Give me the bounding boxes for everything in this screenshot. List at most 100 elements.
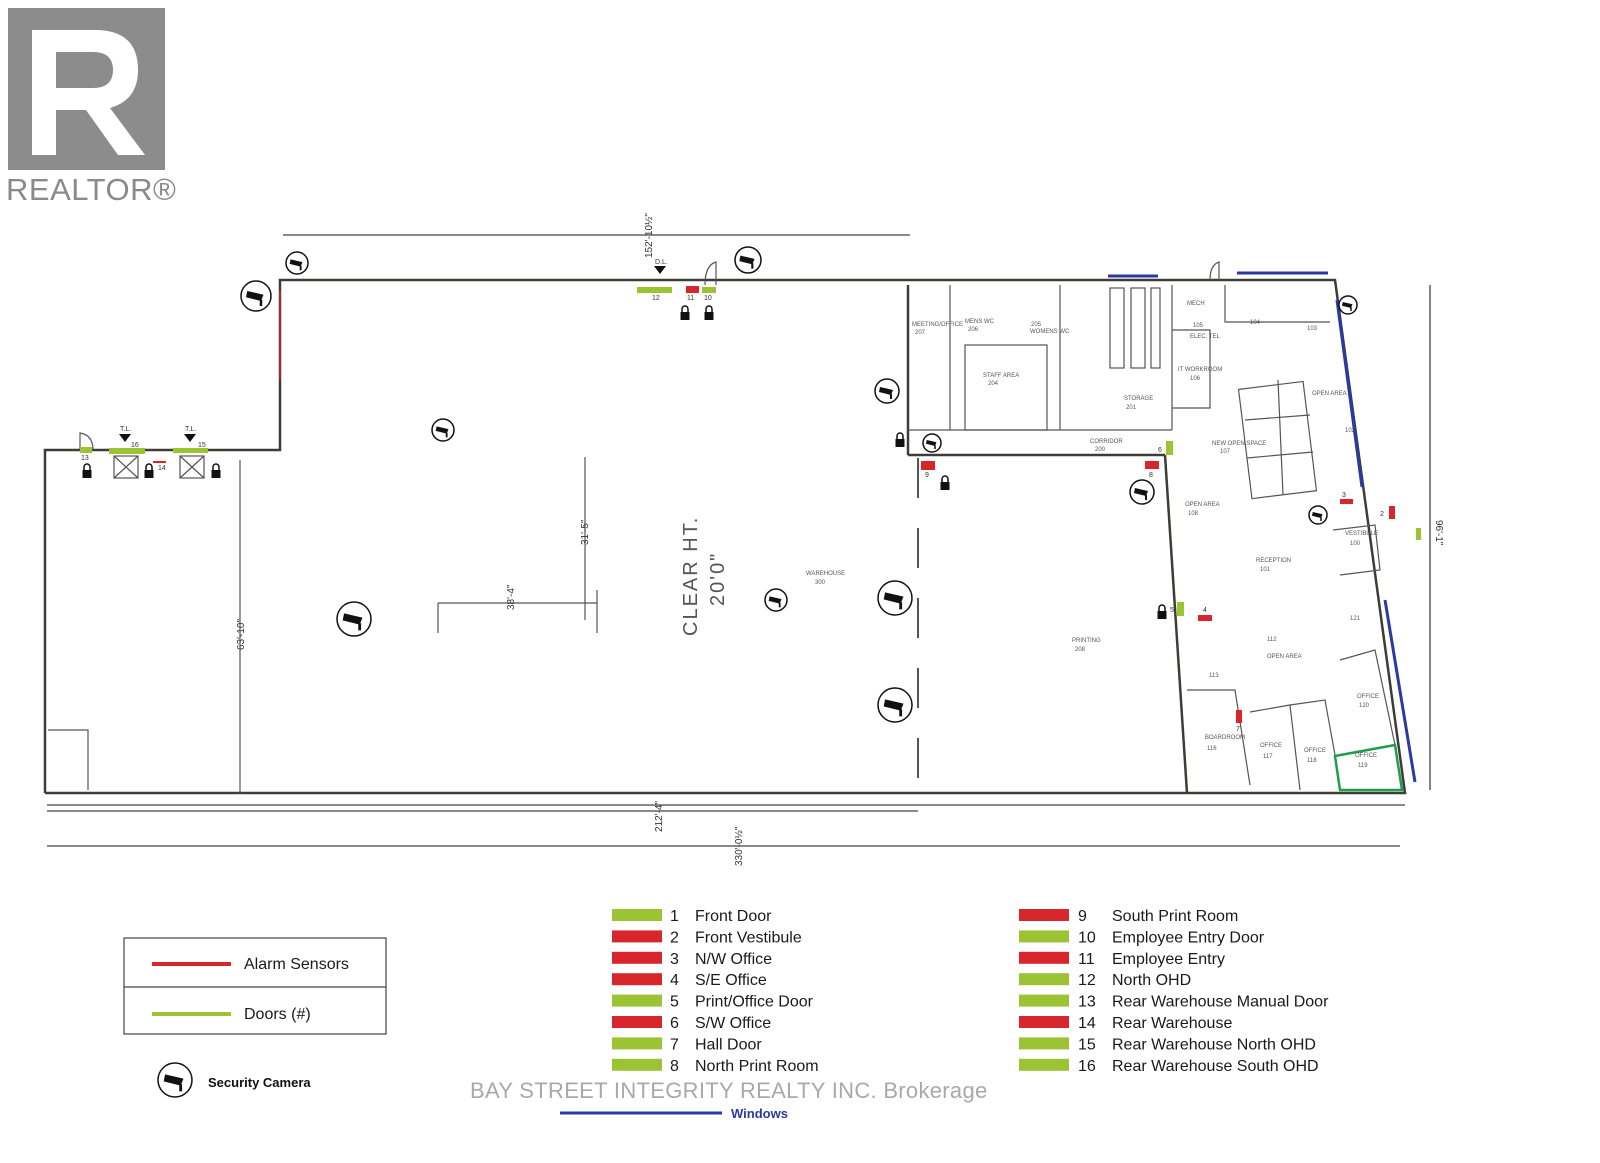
dimension-left: 63'-10" (236, 619, 247, 650)
arrow-down-icon (184, 434, 196, 442)
arrow-down-icon (119, 434, 131, 442)
dimension-bottom-total: 330'-0½" (734, 826, 745, 866)
door-marker-13 (80, 447, 92, 453)
legend-item-number: 13 (1078, 994, 1096, 1011)
locks (82, 305, 1167, 619)
door-marker-1 (1416, 528, 1421, 540)
legend-item-number: 3 (670, 951, 679, 968)
dimension-right: 96'-1" (1433, 520, 1444, 546)
realtor-logo (8, 8, 165, 170)
legend-item-number: 8 (670, 1058, 679, 1075)
door-swatch (1019, 994, 1069, 1007)
lock-icon (211, 463, 221, 478)
legend-item: 3 N/W Office (612, 951, 772, 968)
legend-item-label: Rear Warehouse South OHD (1112, 1058, 1319, 1075)
door-swatch (612, 1037, 662, 1050)
legend-item-label: North OHD (1112, 972, 1191, 989)
workstations (1237, 379, 1318, 500)
legend-item-label: Print/Office Door (695, 994, 814, 1011)
windows (1108, 271, 1417, 783)
alarm-marker-8 (1145, 461, 1159, 469)
legend-item: 2 Front Vestibule (612, 929, 802, 946)
security-camera-icon (877, 580, 913, 616)
security-camera-icon (1129, 479, 1155, 505)
room-boardroom: BOARDROOM (1205, 735, 1245, 741)
door-swatch (612, 994, 662, 1007)
room-number: 102 (1345, 428, 1356, 434)
door-swatch (1019, 1037, 1069, 1050)
room-office-117: OFFICE (1260, 743, 1282, 749)
legend-alarm-sensors: Alarm Sensors (244, 956, 349, 973)
building-walls (43, 278, 1407, 795)
legend-item-label: Rear Warehouse North OHD (1112, 1036, 1316, 1053)
legend-item-number: 2 (670, 929, 679, 946)
legend-item-label: Employee Entry (1112, 951, 1225, 968)
alarm-swatch (612, 951, 662, 964)
room-number: 101 (1260, 567, 1271, 573)
room-number: 121 (1350, 616, 1361, 622)
legend-item-number: 16 (1078, 1058, 1096, 1075)
room-open-area: OPEN AREA (1185, 502, 1220, 508)
room-number: 105 (1193, 323, 1204, 329)
legend-item-label: N/W Office (695, 951, 772, 968)
legend-item-number: 6 (670, 1015, 679, 1032)
legend-doors: Doors (#) (244, 1006, 311, 1023)
marker-label: 7 (1236, 726, 1240, 733)
alarm-marker-4 (1198, 615, 1212, 621)
lock-icon (144, 463, 154, 478)
office-slanted-wall (1163, 454, 1189, 794)
room-meeting-office: MEETING/OFFICE (912, 322, 963, 328)
lock-icon (940, 475, 950, 490)
room-printing: PRINTING (1072, 638, 1101, 644)
legend-item-label: South Print Room (1112, 908, 1238, 925)
door-swing (704, 261, 717, 286)
legend-item-label: Front Vestibule (695, 929, 802, 946)
legend-security-camera: Security Camera (208, 1075, 311, 1090)
marker-label: 3 (1342, 492, 1346, 499)
legend-item-label: Hall Door (695, 1036, 762, 1053)
door-swatch (1019, 1058, 1069, 1071)
vestibule-walls (1332, 524, 1381, 576)
dimension-top: 152'-10½" (644, 213, 655, 258)
overhead-doors (79, 261, 1220, 479)
legend-item-label: S/W Office (695, 1015, 771, 1032)
room-number: 208 (1075, 647, 1086, 653)
brokerage-watermark: BAY STREET INTEGRITY REALTY INC. Brokera… (470, 1078, 1098, 1104)
room-warehouse: WAREHOUSE (806, 571, 845, 577)
legend-item-number: 14 (1078, 1015, 1096, 1032)
door-marker-5 (1177, 602, 1184, 616)
room-corridor: CORRIDOR (1090, 439, 1123, 445)
room-number: 107 (1220, 449, 1231, 455)
legend-item: 8 North Print Room (612, 1058, 819, 1075)
legend-item-number: 7 (670, 1036, 679, 1053)
marker-label: 6 (1158, 447, 1162, 454)
door-swing (79, 432, 94, 451)
security-camera-icon (764, 588, 788, 612)
marker-label: 5 (1170, 607, 1174, 614)
room-number: 119 (1358, 763, 1368, 769)
alarm-marker-3 (1340, 499, 1353, 504)
room-number: 113 (1209, 673, 1219, 679)
room-elec-tel: ELEC. TEL (1190, 334, 1221, 340)
alarm-swatch (1019, 951, 1069, 964)
security-camera-icon (336, 601, 372, 637)
door-marker-10 (702, 287, 716, 293)
truck-marker-label: T.L. (185, 426, 196, 433)
security-cameras (157, 246, 1358, 1098)
room-mens-wc: MENS WC (965, 319, 995, 325)
security-camera-icon (431, 418, 455, 442)
ohd-box (113, 455, 139, 479)
marker-label: 10 (704, 295, 712, 302)
lock-icon (82, 463, 92, 478)
it-walls (1172, 329, 1211, 409)
alarm-swatch (612, 973, 662, 986)
alarm-marker-11 (686, 286, 699, 293)
lock-icon (1157, 604, 1167, 619)
room-number: 112 (1267, 637, 1277, 643)
office-north-walls (1224, 285, 1330, 323)
legend-item-label: North Print Room (695, 1058, 819, 1075)
